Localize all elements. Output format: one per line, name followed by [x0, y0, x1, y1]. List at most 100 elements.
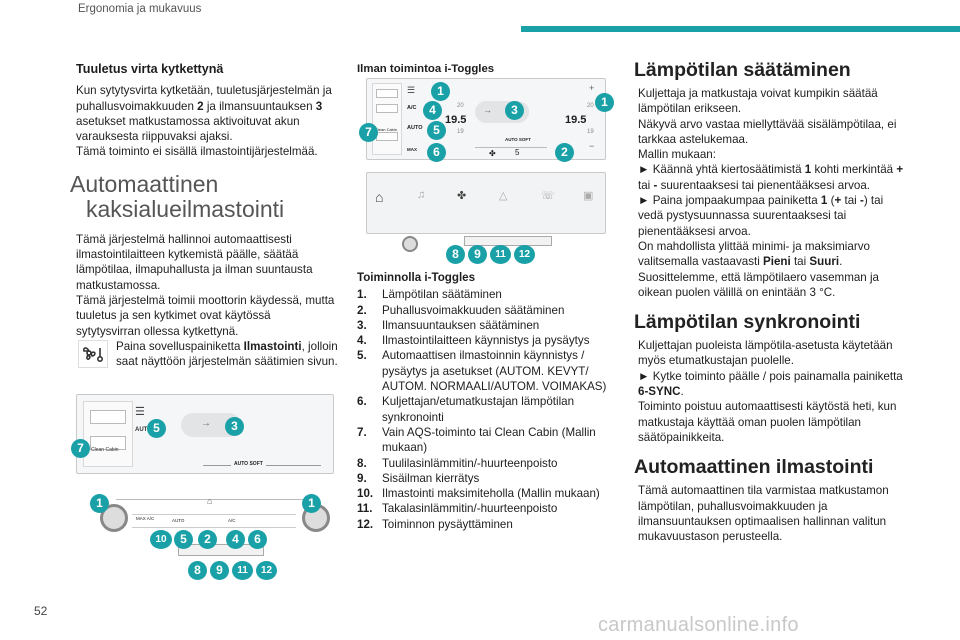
list-item: 7.Vain AQS-toiminto tai Clean Cabin (Mal…: [357, 425, 596, 455]
auto-soft-label[interactable]: AUTO SOFT: [231, 461, 266, 467]
badge-11: 11: [490, 245, 511, 264]
badge-12: 12: [256, 561, 277, 580]
screen-button-placeholder[interactable]: [90, 436, 126, 450]
navigation-icon[interactable]: △: [499, 190, 508, 202]
temp-19-right: 19: [587, 129, 594, 135]
badge-7: 7: [71, 439, 90, 458]
illustration-console-buttons: 8 9 11 12: [396, 234, 596, 264]
badge-2: 2: [198, 530, 217, 549]
illustration-console-auto: ⌂ MAX A/C AUTO A/C 1 1 10 5 2 4 6 8 9 11…: [90, 486, 344, 582]
fan-icon[interactable]: ✤: [489, 149, 496, 158]
temperature-right[interactable]: 19.5: [565, 114, 587, 126]
badge-8: 8: [446, 245, 465, 264]
paragraph-engine: Tämä järjestelmä toimii moottorin käydes…: [76, 293, 335, 338]
paragraph-temp-7: Suosittelemme, että lämpötilaero vasemma…: [638, 270, 880, 299]
badge-1-right: 1: [595, 93, 614, 112]
itoggles-list-block: Toiminnolla i-Toggles 1.Lämpötilan säätä…: [357, 270, 619, 532]
paragraph-sync-1: Kuljettajan puoleista lämpötila-asetusta…: [638, 339, 893, 368]
header-accent-bar: [521, 26, 960, 32]
heading-ventilation: Tuuletus virta kytkettynä: [76, 62, 224, 76]
section-title: Ergonomia ja mukavuus: [78, 3, 202, 15]
list-item: 2.Puhallusvoimakkuuden säätäminen: [357, 303, 565, 317]
badge-4: 4: [423, 101, 442, 120]
paragraph-temp-6: On mahdollista ylittää minimi- ja maksim…: [638, 239, 870, 269]
paragraph-ventilation-note: Tämä toiminto ei sisällä ilmastointijärj…: [76, 145, 318, 159]
list-title: Toiminnolla i-Toggles: [357, 271, 476, 284]
clean-cabin-label[interactable]: Clean Cabin: [375, 127, 398, 132]
list-item: 5.Automaattisen ilmastoinnin käynnistys …: [357, 349, 607, 394]
auto-soft-label[interactable]: AUTO SOFT: [505, 137, 531, 142]
badge-11: 11: [232, 561, 253, 580]
console-button-row: [132, 514, 296, 528]
temp-minus-right[interactable]: −: [589, 141, 595, 151]
menu-icon[interactable]: ☰: [407, 85, 416, 95]
list-item: 1.Lämpötilan säätäminen: [357, 288, 502, 302]
list-item: 12.Toiminnon pysäyttäminen: [357, 517, 513, 531]
illustration-touchscreen-itoggles: ☰ A/C AUTO Clean Cabin MAX + 20 19.5 19 …: [359, 78, 614, 162]
music-icon[interactable]: ♫: [417, 189, 426, 201]
temp-plus-right[interactable]: +: [589, 83, 595, 93]
auto-label[interactable]: AUTO: [135, 427, 152, 433]
screen-sidebar: [372, 83, 402, 155]
badge-1-right: 1: [302, 494, 321, 513]
badge-8: 8: [188, 561, 207, 580]
fan-row: [475, 147, 547, 148]
fan-level[interactable]: 5: [515, 148, 520, 157]
screen-button-placeholder[interactable]: [376, 89, 398, 98]
home-icon[interactable]: ⌂: [375, 189, 384, 205]
max-ac-label[interactable]: MAX A/C: [136, 516, 155, 521]
temp-19-left: 19: [457, 129, 464, 135]
watermark: carmanualsonline.info: [598, 614, 799, 636]
badge-5-console: 5: [174, 530, 193, 549]
badge-3: 3: [225, 417, 244, 436]
paragraph-temp-5: ► Paina jompaakumpaa painiketta 1 (+ tai…: [638, 194, 884, 238]
console-knob[interactable]: [402, 236, 418, 252]
illustration-touchscreen-auto: ☰ AUTO Clean Cabin → AUTO SOFT 5 3 7: [71, 394, 334, 474]
badge-6: 6: [427, 143, 446, 162]
paragraph-app-button: Paina sovelluspainiketta Ilmastointi, jo…: [76, 339, 338, 370]
badge-7: 7: [359, 123, 378, 142]
screen-button-placeholder[interactable]: [90, 410, 126, 424]
clean-cabin-label[interactable]: Clean Cabin: [91, 447, 119, 453]
paragraph-system: Tämä järjestelmä hallinnoi automaattises…: [76, 232, 313, 292]
temp-20-left: 20: [457, 103, 464, 109]
badge-1-left: 1: [90, 494, 109, 513]
max-label[interactable]: MAX: [407, 147, 417, 152]
badge-4: 4: [226, 530, 245, 549]
phone-icon[interactable]: ☏: [541, 190, 555, 202]
screen-button-placeholder[interactable]: [376, 104, 398, 113]
arrow-icon: →: [201, 418, 211, 429]
temperature-left[interactable]: 19.5: [445, 114, 467, 126]
home-icon[interactable]: ⌂: [207, 496, 213, 506]
heading-auto-climate: Automaattinen ilmastointi: [634, 456, 874, 479]
climate-app-icon: [78, 339, 108, 368]
apps-icon[interactable]: ▣: [583, 190, 594, 202]
paragraph-auto-climate: Tämä automaattinen tila varmistaa matkus…: [638, 484, 889, 544]
paragraph-ventilation: Kun sytytysvirta kytketään, tuuletusjärj…: [76, 84, 332, 144]
list-item: 3.Ilmansuuntauksen säätäminen: [357, 318, 540, 332]
auto-label[interactable]: AUTO: [407, 125, 423, 131]
list-item: 4.Ilmastointilaitteen käynnistys ja pysä…: [357, 334, 590, 348]
menu-icon[interactable]: ☰: [135, 406, 145, 418]
arrow-icon: →: [483, 105, 492, 115]
console-bottom-buttons: [178, 544, 264, 556]
auto-button-label[interactable]: AUTO: [172, 518, 185, 523]
ac-button-label[interactable]: A/C: [228, 518, 236, 523]
badge-9: 9: [468, 245, 487, 264]
paragraph-temp-4: ► Käännä yhtä kiertosäätimistä 1 kohti m…: [638, 163, 904, 192]
paragraph-sync-3: Toiminto poistuu automaattisesti käytöst…: [638, 400, 897, 444]
left-column: Tuuletus virta kytkettynä Kun sytytysvir…: [70, 62, 338, 370]
ac-label[interactable]: A/C: [407, 105, 417, 111]
list-item: 6.Kuljettajan/etumatkustajan lämpötilan …: [357, 395, 575, 424]
screen-button-placeholder[interactable]: [376, 132, 398, 141]
badge-6: 6: [248, 530, 267, 549]
page-number: 52: [34, 604, 48, 618]
badge-2: 2: [555, 143, 574, 162]
illustration-shortcut-bar: ⌂ ♫ ✤ △ ☏ ▣: [366, 172, 606, 234]
climate-icon[interactable]: ✤: [457, 190, 467, 202]
badge-12: 12: [514, 245, 535, 264]
temp-20-right: 20: [587, 103, 594, 109]
screen-sidebar: [83, 401, 133, 467]
heading-temperature-adjust: Lämpötilan säätäminen: [634, 59, 851, 81]
list-item: 10.Ilmastointi maksimiteholla (Mallin mu…: [357, 487, 600, 501]
